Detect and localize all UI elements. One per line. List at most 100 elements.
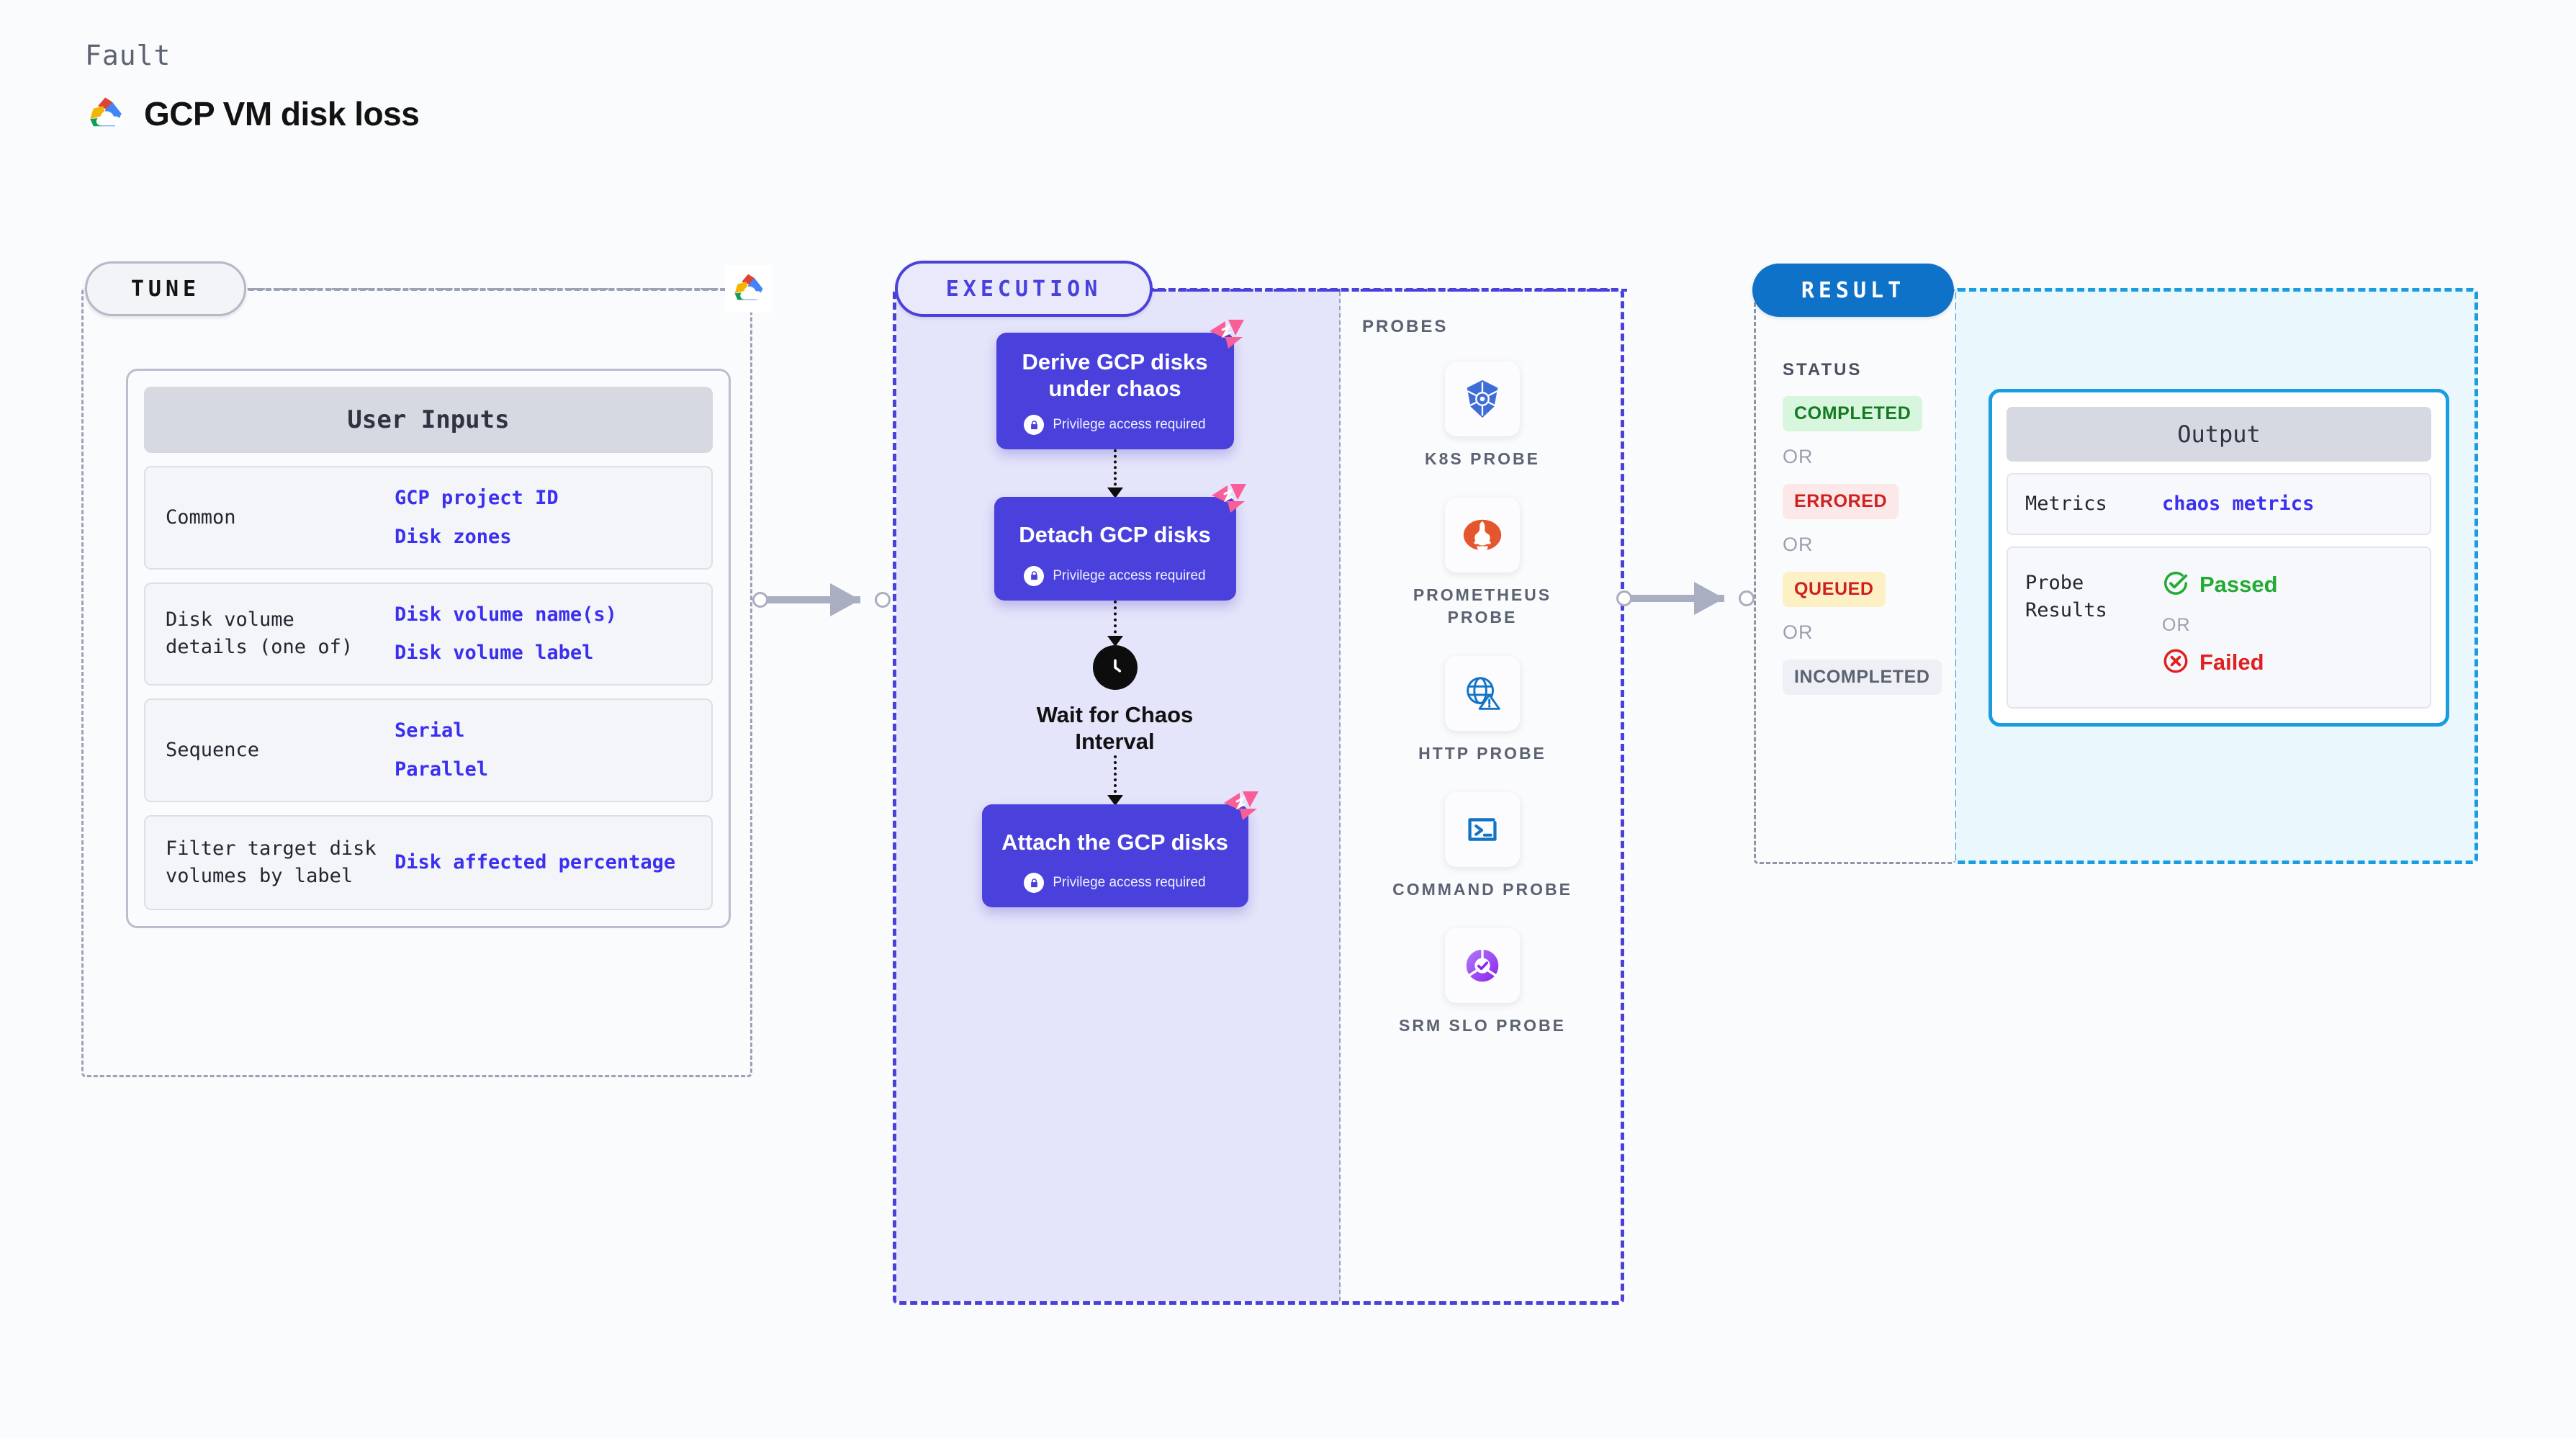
status-or-label: OR <box>1783 534 1814 555</box>
user-input-row-sequence[interactable]: Sequence Serial Parallel <box>144 698 713 802</box>
probe-label: COMMAND PROBE <box>1392 880 1572 899</box>
gcp-cloud-logo-icon <box>85 95 127 132</box>
execution-flow: Derive GCP disks under chaos Privilege a… <box>893 288 1337 1305</box>
user-inputs-heading: User Inputs <box>144 387 713 453</box>
output-heading: Output <box>2007 407 2431 462</box>
lock-icon <box>1024 415 1045 436</box>
status-or-label: OR <box>1783 621 1814 643</box>
connector-start-dot <box>1616 590 1632 606</box>
http-globe-warning-icon <box>1445 656 1520 732</box>
row-label: Sequence <box>166 738 260 761</box>
output-row-label: Probe Results <box>2025 571 2107 621</box>
litmus-flag-icon <box>1211 484 1246 513</box>
privilege-text: Privilege access required <box>1053 567 1206 583</box>
kubernetes-icon <box>1445 361 1520 436</box>
probes-heading: PROBES <box>1362 317 1449 336</box>
row-value[interactable]: Disk volume name(s) <box>395 603 617 626</box>
row-value[interactable]: Disk affected percentage <box>395 850 676 873</box>
node-privilege-note: Privilege access required <box>1013 565 1217 586</box>
output-row-probe-results: Probe Results Passed OR <box>2007 546 2431 709</box>
execution-node-wait-for-chaos-interval: Wait for Chaos Interval <box>1007 644 1223 756</box>
row-label: Filter target disk volumes by label <box>166 837 377 887</box>
user-input-row-disk-volume-details[interactable]: Disk volume details (one of) Disk volume… <box>144 582 713 686</box>
connector-end-dot <box>1739 590 1755 606</box>
execution-pill-label: EXECUTION <box>895 261 1153 317</box>
page-title: GCP VM disk loss <box>144 95 420 132</box>
probe-result-label: Failed <box>2199 650 2264 675</box>
node-title: Derive GCP disks under chaos <box>1022 349 1208 402</box>
probe-label: SRM SLO PROBE <box>1399 1016 1566 1035</box>
connector-arrowhead <box>1694 582 1724 615</box>
connector-start-dot <box>752 592 768 608</box>
lock-icon <box>1024 873 1045 894</box>
probe-item-k8s[interactable]: K8S PROBE <box>1389 361 1576 470</box>
flow-connector-1 <box>1107 449 1123 499</box>
status-heading: STATUS <box>1783 360 1863 379</box>
x-circle-icon <box>2162 647 2189 678</box>
connector-shaft <box>1631 595 1724 602</box>
execution-node-attach-gcp-disks[interactable]: Attach the GCP disks Privilege access re… <box>981 791 1258 908</box>
privilege-text: Privilege access required <box>1053 417 1206 433</box>
node-title: Attach the GCP disks <box>1001 830 1228 855</box>
result-status-column: STATUS COMPLETED OR ERRORED OR QUEUED OR… <box>1783 360 1942 695</box>
probe-item-http[interactable]: HTTP PROBE <box>1389 656 1576 765</box>
status-badge-incompleted: INCOMPLETED <box>1783 660 1942 695</box>
row-value[interactable]: Disk volume label <box>395 642 594 665</box>
execution-dashed-connector <box>1152 289 1627 292</box>
output-row-value[interactable]: chaos metrics <box>2162 493 2315 516</box>
check-circle-icon <box>2162 570 2189 601</box>
row-value[interactable]: Serial <box>395 719 465 742</box>
status-badge-completed: COMPLETED <box>1783 396 1923 431</box>
privilege-text: Privilege access required <box>1053 875 1206 891</box>
probes-column: PROBES K8S PROBE <box>1341 288 1624 1305</box>
fault-title-row: GCP VM disk loss <box>85 94 420 133</box>
probe-result-label: Passed <box>2199 572 2278 598</box>
result-pill-label: RESULT <box>1752 264 1954 317</box>
node-privilege-note: Privilege access required <box>1001 873 1230 894</box>
row-label: Disk volume details (one of) <box>166 608 353 659</box>
output-row-metrics[interactable]: Metrics chaos metrics <box>2007 473 2431 535</box>
lock-icon <box>1024 565 1045 586</box>
execution-node-derive-gcp-disks[interactable]: Derive GCP disks under chaos Privilege a… <box>996 320 1244 450</box>
user-input-row-filter-by-label[interactable]: Filter target disk volumes by label Disk… <box>144 814 713 911</box>
output-row-label: Metrics <box>2025 493 2107 515</box>
srm-slo-icon <box>1445 928 1520 1004</box>
probe-label: K8S PROBE <box>1425 449 1540 468</box>
node-privilege-note: Privilege access required <box>1015 415 1215 436</box>
node-title: Wait for Chaos Interval <box>1036 701 1194 755</box>
probe-item-srm-slo[interactable]: SRM SLO PROBE <box>1389 928 1576 1037</box>
status-or-label: OR <box>1783 446 1814 467</box>
clock-icon <box>1092 644 1138 690</box>
row-value[interactable]: Disk zones <box>395 525 512 548</box>
row-label: Common <box>166 505 236 529</box>
prometheus-icon <box>1445 498 1520 573</box>
flow-connector-2 <box>1107 600 1123 647</box>
node-title: Detach GCP disks <box>1019 522 1211 548</box>
probe-result-failed: Failed <box>2162 647 2278 678</box>
tune-dashed-connector <box>248 288 734 291</box>
status-badge-queued: QUEUED <box>1783 572 1886 607</box>
probe-result-or-label: OR <box>2162 614 2191 635</box>
tune-pill-label: TUNE <box>85 261 246 316</box>
connector-arrowhead <box>830 583 860 616</box>
row-value[interactable]: Parallel <box>395 758 489 781</box>
probe-item-command[interactable]: COMMAND PROBE <box>1389 792 1576 901</box>
litmus-flag-icon <box>1209 320 1244 349</box>
probe-result-passed: Passed <box>2162 570 2278 601</box>
connector-end-dot <box>875 592 891 608</box>
terminal-icon <box>1445 792 1520 868</box>
connector-shaft <box>767 596 860 603</box>
gcp-provider-badge-icon <box>725 265 773 313</box>
probe-label: HTTP PROBE <box>1418 744 1546 763</box>
user-input-row-common[interactable]: Common GCP project ID Disk zones <box>144 466 713 570</box>
page-header: Fault GCP VM disk loss <box>85 40 420 133</box>
status-badge-errored: ERRORED <box>1783 484 1899 519</box>
execution-node-detach-gcp-disks[interactable]: Detach GCP disks Privilege access requir… <box>994 484 1246 601</box>
litmus-flag-icon <box>1223 791 1258 821</box>
probe-label: PROMETHEUS PROBE <box>1413 585 1552 627</box>
row-value[interactable]: GCP project ID <box>395 487 559 509</box>
output-card: Output Metrics chaos metrics Probe Resul… <box>1989 389 2449 727</box>
probe-item-prometheus[interactable]: PROMETHEUS PROBE <box>1389 498 1576 629</box>
fault-kicker: Fault <box>85 40 171 71</box>
user-inputs-card: User Inputs Common GCP project ID Disk z… <box>126 369 731 929</box>
